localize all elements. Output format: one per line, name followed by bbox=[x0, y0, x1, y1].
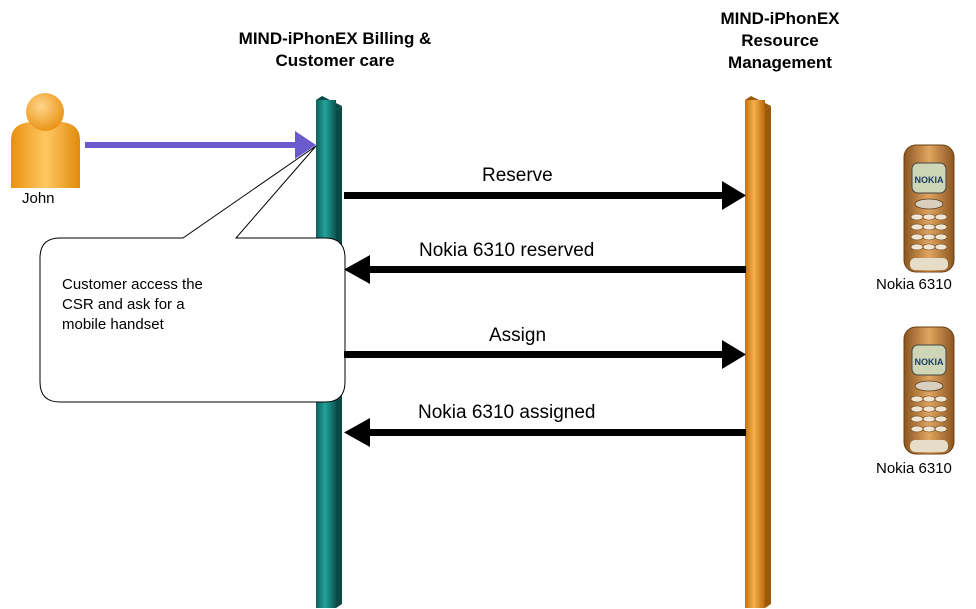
message-label-assign: Assign bbox=[489, 325, 547, 346]
resource-lifeline bbox=[745, 96, 771, 608]
message-label-reserve: Reserve bbox=[482, 165, 553, 186]
svg-text:NOKIA: NOKIA bbox=[915, 357, 945, 367]
message-label-reserved: Nokia 6310 reserved bbox=[419, 240, 595, 261]
message-arrow-assigned bbox=[344, 418, 746, 447]
callout-text: Customer access the CSR and ask for a mo… bbox=[62, 276, 203, 333]
message-arrow-reserved bbox=[344, 255, 746, 284]
message-arrow-assign bbox=[344, 340, 746, 369]
phone-label: Nokia 6310 bbox=[876, 460, 952, 477]
message-arrow-reserve bbox=[344, 181, 746, 210]
billing-header: MIND-iPhonEX Billing & Customer care bbox=[238, 29, 432, 70]
person-icon bbox=[11, 93, 80, 188]
svg-text:NOKIA: NOKIA bbox=[915, 175, 945, 185]
message-label-assigned: Nokia 6310 assigned bbox=[418, 402, 596, 423]
mobile-phone-icon: NOKIA bbox=[903, 326, 955, 455]
request-arrow bbox=[85, 131, 316, 159]
mobile-phone-icon: NOKIA bbox=[903, 144, 955, 273]
callout-bubble bbox=[39, 145, 346, 403]
phone-label: Nokia 6310 bbox=[876, 276, 952, 293]
actor-label: John bbox=[22, 190, 55, 207]
resource-header: MIND-iPhonEX Resource Management bbox=[720, 9, 840, 72]
